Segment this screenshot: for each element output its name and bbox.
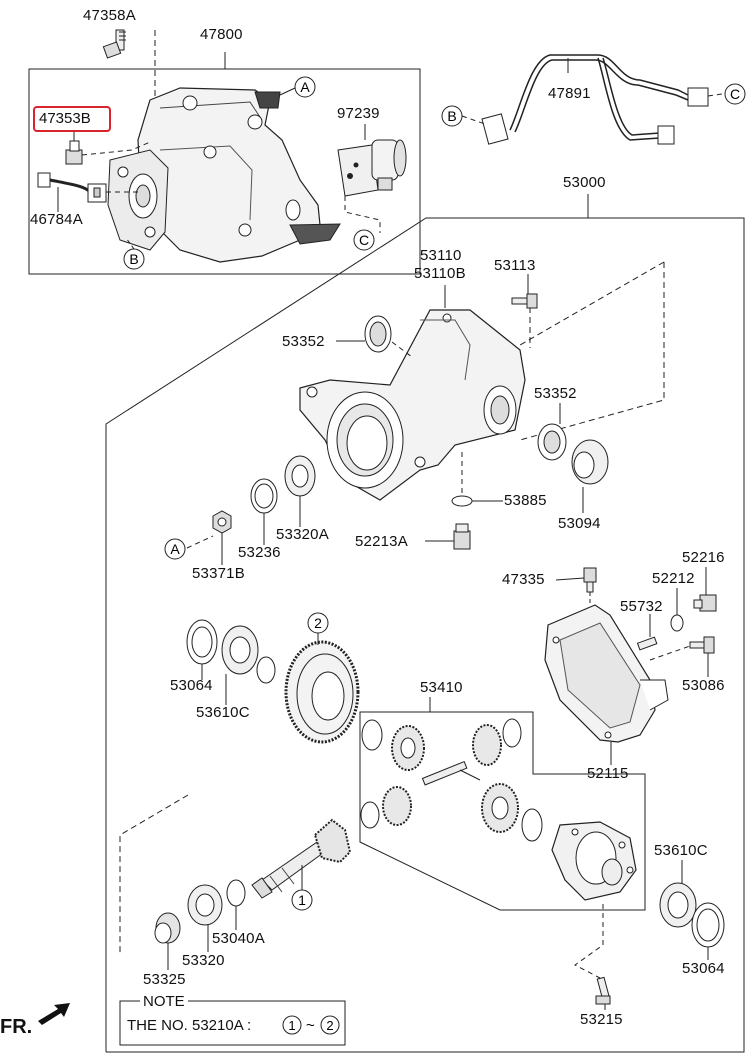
- callout-a-top: A: [294, 76, 316, 98]
- ring-gear: [284, 640, 360, 744]
- label-52115: 52115: [587, 765, 629, 782]
- label-52212: 52212: [652, 570, 695, 587]
- callout-c-right: C: [724, 83, 746, 105]
- callout-c-left: C: [353, 229, 375, 251]
- svg-text:B: B: [129, 251, 138, 267]
- label-53113: 53113: [494, 257, 536, 274]
- plug-52213A: [453, 523, 471, 550]
- note-text: THE NO. 53210A :: [127, 1017, 252, 1034]
- bolt-53215: [595, 976, 611, 1005]
- label-53215: 53215: [580, 1011, 623, 1028]
- svg-text:C: C: [359, 232, 369, 248]
- oil-seal-53352-left: [364, 315, 392, 353]
- carrier-housing-53110: [299, 309, 526, 501]
- label-47353B: 47353B: [39, 110, 91, 127]
- ring-53236: [250, 478, 278, 514]
- label-53325: 53325: [143, 971, 186, 988]
- label-53352-left: 53352: [282, 333, 325, 350]
- note-circle-2: 2: [320, 1015, 340, 1035]
- note-title: NOTE: [140, 993, 188, 1010]
- actuator-97239: [337, 139, 407, 197]
- ring-53064-left: [186, 619, 218, 665]
- callout-1: 1: [291, 889, 313, 911]
- rear-cover-52115: [544, 604, 669, 743]
- front-direction-arrow-icon: [38, 1003, 70, 1025]
- rear-differential-box: [105, 217, 745, 1053]
- callout-b-left: B: [123, 248, 145, 270]
- svg-text:2: 2: [326, 1018, 333, 1033]
- vent-plug-47335: [583, 567, 597, 593]
- label-53371B: 53371B: [192, 565, 245, 582]
- differential-gear-sub-box: [359, 711, 646, 911]
- gasket-53885: [451, 495, 473, 507]
- pin-55732: [636, 636, 658, 651]
- label-47800: 47800: [200, 26, 243, 43]
- dust-cover-53094: [571, 439, 609, 485]
- label-53610C-right: 53610C: [654, 842, 708, 859]
- label-53000: 53000: [563, 174, 606, 191]
- label-53094: 53094: [558, 515, 601, 532]
- label-53352-right: 53352: [534, 385, 577, 402]
- sensor-47353B: [65, 140, 83, 165]
- differential-case: [551, 821, 637, 901]
- oil-seal-53352-right: [537, 423, 567, 461]
- label-47358A: 47358A: [83, 7, 136, 24]
- callout-b-right: B: [441, 105, 463, 127]
- label-53086: 53086: [682, 677, 725, 694]
- svg-text:B: B: [447, 108, 456, 124]
- label-52216: 52216: [682, 549, 725, 566]
- wire-harness-47891: [481, 54, 709, 145]
- bolt-53086: [689, 636, 715, 654]
- callout-2: 2: [307, 612, 329, 634]
- note-circle-1: 1: [282, 1015, 302, 1035]
- label-97239: 97239: [337, 105, 380, 122]
- differential-gear-set-53410: [360, 718, 543, 842]
- label-53110: 53110: [420, 247, 462, 264]
- bearing-53320: [187, 884, 223, 926]
- svg-text:1: 1: [298, 892, 306, 908]
- highlighted-part-47353B[interactable]: 47353B: [33, 106, 111, 132]
- shim-left: [256, 656, 276, 684]
- front-direction-label: FR.: [0, 1016, 33, 1038]
- label-53064-right: 53064: [682, 960, 725, 977]
- bearing-cup-53325: [154, 912, 181, 944]
- label-53040A: 53040A: [212, 930, 265, 947]
- label-46784A: 46784A: [30, 211, 83, 228]
- callout-a-lower: A: [164, 538, 186, 560]
- label-53236: 53236: [238, 544, 281, 561]
- harness-46784A: [37, 172, 107, 203]
- svg-text:C: C: [730, 86, 740, 102]
- gasket-52212: [670, 614, 684, 632]
- label-53064-left: 53064: [170, 677, 213, 694]
- label-52213A: 52213A: [355, 533, 408, 550]
- bolt-47358A: [102, 29, 126, 59]
- label-53410: 53410: [420, 679, 463, 696]
- label-53110B: 53110B: [414, 265, 466, 282]
- label-55732: 55732: [620, 598, 663, 615]
- ring-53064-right: [691, 902, 725, 948]
- svg-text:A: A: [300, 79, 310, 95]
- bearing-53320A: [284, 455, 316, 497]
- plug-52216: [693, 594, 717, 612]
- label-47335: 47335: [502, 571, 545, 588]
- nut-53371B: [212, 510, 232, 534]
- bearing-53610C-left: [221, 625, 259, 675]
- label-53320: 53320: [182, 952, 225, 969]
- label-53320A: 53320A: [276, 526, 329, 543]
- note-range-separator: ~: [306, 1017, 315, 1034]
- label-53885: 53885: [504, 492, 547, 509]
- transfer-case-47800: [107, 87, 341, 263]
- svg-text:2: 2: [314, 615, 322, 631]
- spacer-53040A: [226, 879, 246, 907]
- svg-text:1: 1: [288, 1018, 295, 1033]
- note-box: [119, 1000, 346, 1046]
- bolt-53113: [511, 293, 538, 309]
- label-47891: 47891: [548, 85, 591, 102]
- drive-pinion: [251, 818, 352, 899]
- svg-text:A: A: [170, 541, 180, 557]
- bearing-53610C-right: [659, 882, 697, 928]
- label-53610C-left: 53610C: [196, 704, 250, 721]
